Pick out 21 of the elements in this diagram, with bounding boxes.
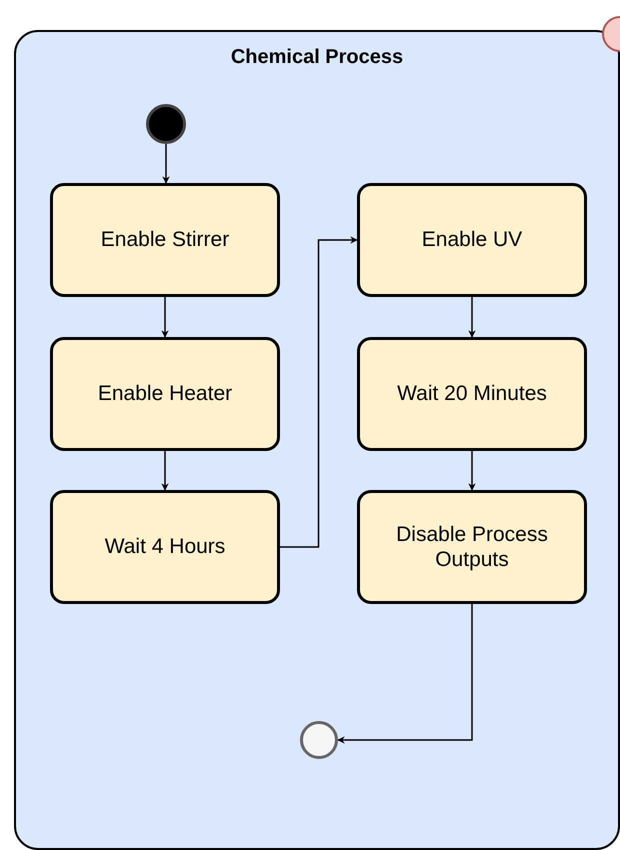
container-title: Chemical Process [230, 46, 404, 69]
arrow [337, 604, 473, 744]
process-box [50, 183, 280, 297]
arrow [468, 297, 476, 338]
process-box [357, 183, 587, 297]
arrow [162, 144, 170, 184]
step-label: Enable Heater [96, 381, 234, 407]
process-box [50, 490, 280, 604]
step-label: Enable UV [420, 227, 524, 253]
process-box [357, 337, 587, 451]
step-label: Wait 20 Minutes [396, 381, 548, 407]
process-box [50, 337, 280, 451]
arrow [161, 297, 169, 338]
arrow [280, 236, 358, 548]
arrow [468, 451, 476, 491]
step-label: Disable Process Outputs [395, 522, 549, 572]
step-label: Wait 4 Hours [104, 534, 226, 560]
container-panel [14, 30, 620, 850]
arrow [161, 451, 169, 491]
step-label: Enable Stirrer [100, 227, 230, 253]
process-box [357, 490, 587, 604]
